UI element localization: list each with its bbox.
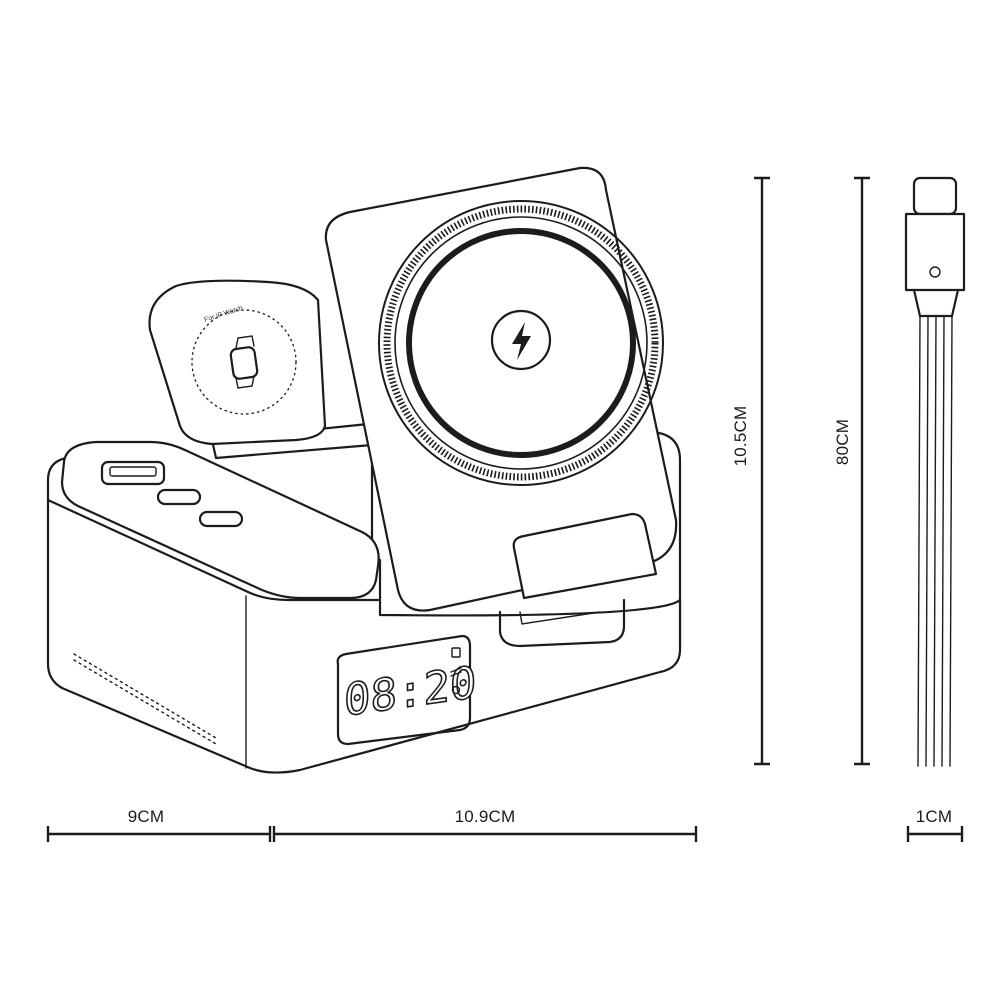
- phone-charger-panel: [324, 166, 678, 648]
- vent-slots: [73, 653, 217, 745]
- usb-c-port-2: [198, 510, 244, 528]
- dim-height: 10.5CM: [731, 406, 750, 467]
- dim-cable-length: 80CM: [833, 419, 852, 465]
- watch-charging-area: [191, 309, 297, 415]
- usb-c-port-1: [156, 488, 202, 506]
- dim-base-right-width: 10.9CM: [455, 807, 516, 826]
- alarm-icon: [451, 647, 461, 658]
- dim-cable-width: 1CM: [916, 807, 953, 826]
- dimension-lines: [46, 176, 964, 842]
- dim-base-left-width: 9CM: [128, 807, 165, 826]
- cable-plug-dot: [929, 266, 941, 278]
- magnetic-ring-knurl: [383, 205, 659, 481]
- watch-icon: [229, 335, 259, 389]
- sync-icon: [450, 667, 462, 677]
- lightning-icon: [490, 309, 552, 371]
- magnetic-ring-outer: [378, 200, 664, 486]
- usb-port-block: [60, 440, 380, 600]
- usb-c-cable: [904, 176, 966, 767]
- sound-icon: [451, 685, 461, 695]
- usb-a-port: [100, 460, 166, 486]
- cable-plug-tip: [912, 176, 958, 216]
- phone-kickstand: [512, 512, 658, 600]
- watch-charger: For iP Watch: [148, 279, 374, 460]
